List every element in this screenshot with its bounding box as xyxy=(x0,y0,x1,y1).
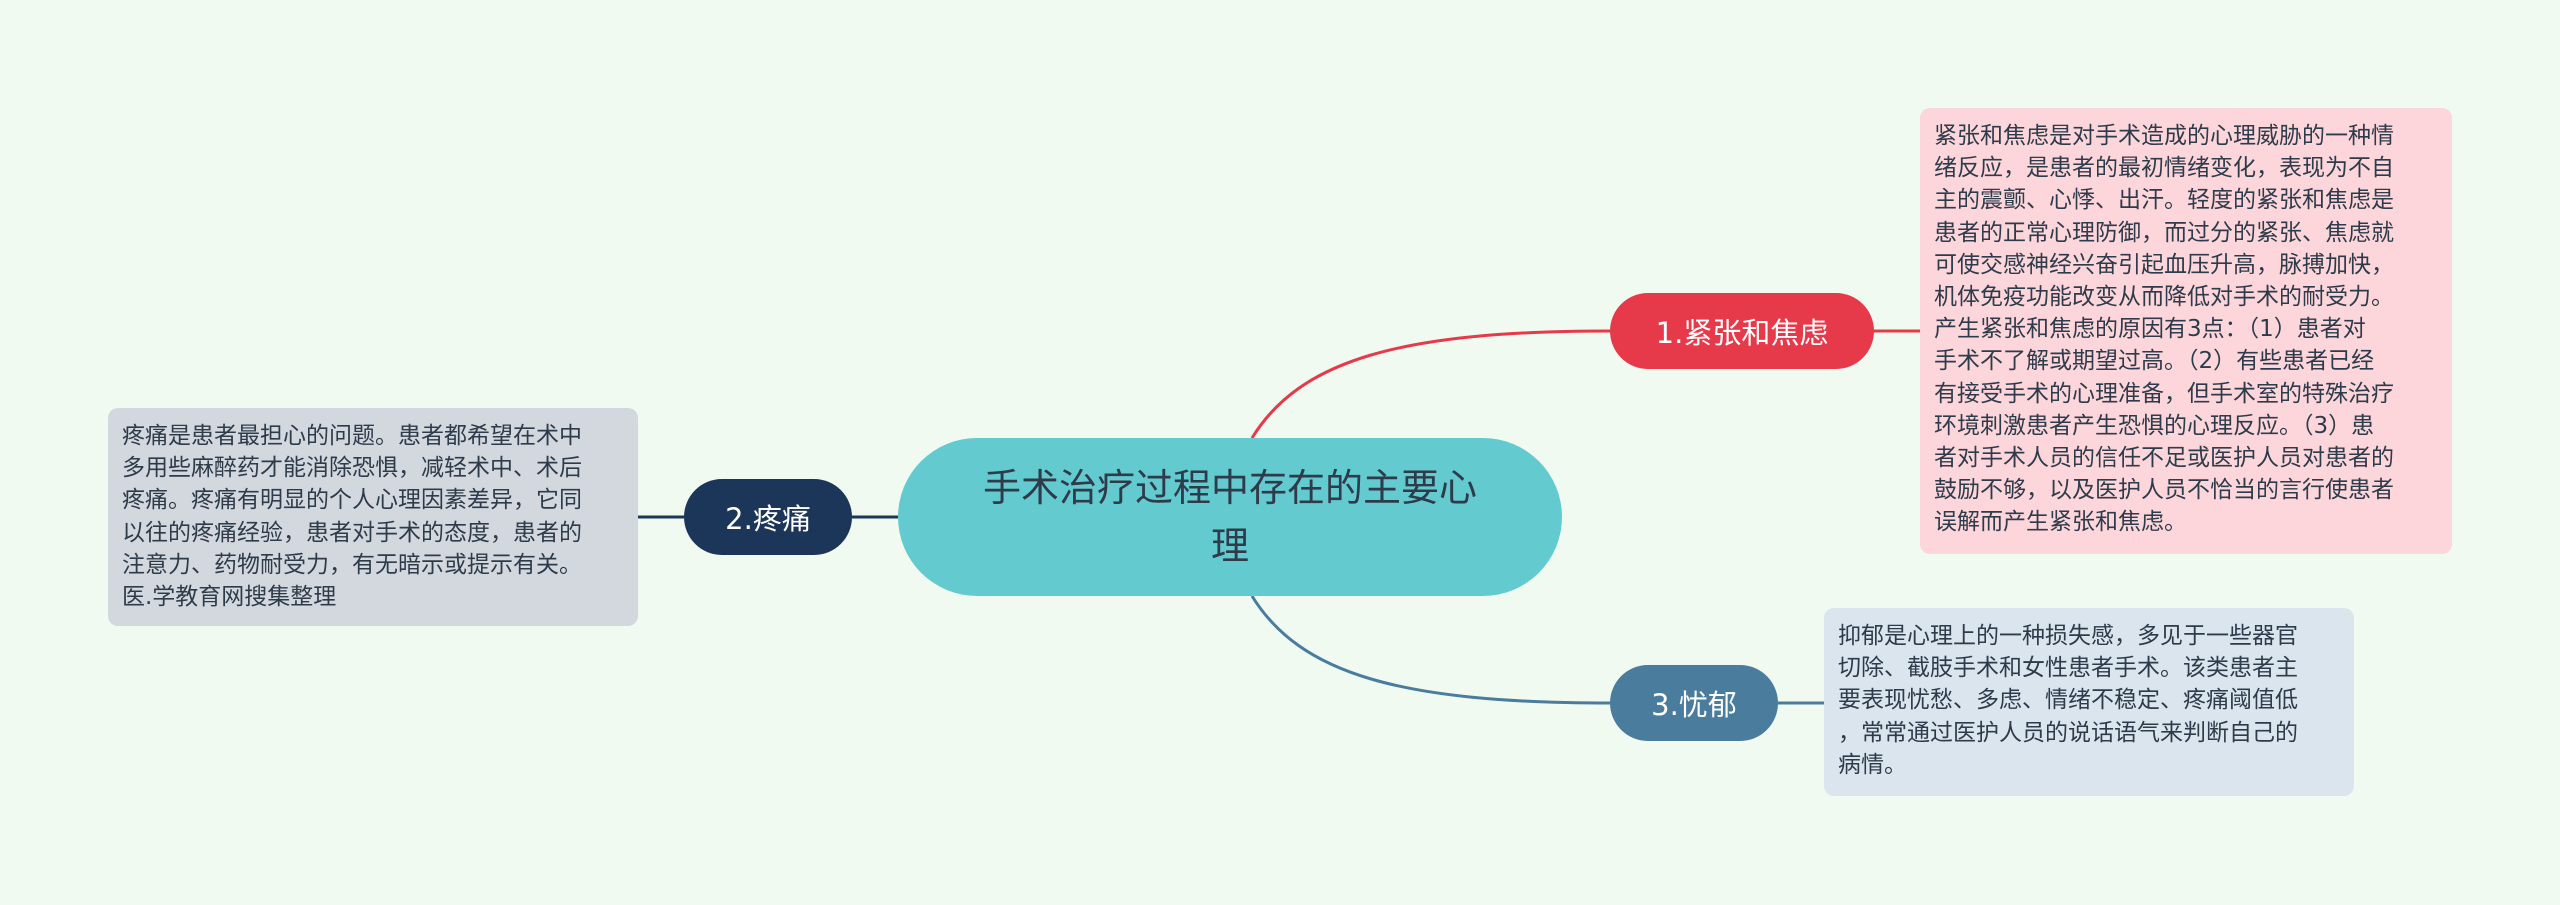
branch-pain-label: 2.疼痛 xyxy=(725,502,811,536)
branch-pain[interactable]: 2.疼痛 xyxy=(684,479,852,555)
detail-depression: 抑郁是心理上的一种损失感，多见于一些器官 切除、截肢手术和女性患者手术。该类患者… xyxy=(1824,608,2354,796)
branch-depression-label: 3.忧郁 xyxy=(1651,688,1737,722)
branch-tension-anxiety[interactable]: 1.紧张和焦虑 xyxy=(1610,293,1874,369)
detail-tension-anxiety: 紧张和焦虑是对手术造成的心理威胁的一种情 绪反应，是患者的最初情绪变化，表现为不… xyxy=(1920,108,2452,554)
connector-branch-3 xyxy=(1250,595,1611,705)
central-topic-label: 手术治疗过程中存在的主要心理 xyxy=(982,466,1477,568)
connector-branch-1 xyxy=(1250,329,1611,439)
detail-pain: 疼痛是患者最担心的问题。患者都希望在术中 多用些麻醉药才能消除恐惧，减轻术中、术… xyxy=(108,408,638,626)
central-topic[interactable]: 手术治疗过程中存在的主要心理 xyxy=(898,438,1562,596)
branch-depression[interactable]: 3.忧郁 xyxy=(1610,665,1778,741)
branch-tension-anxiety-label: 1.紧张和焦虑 xyxy=(1655,316,1829,350)
